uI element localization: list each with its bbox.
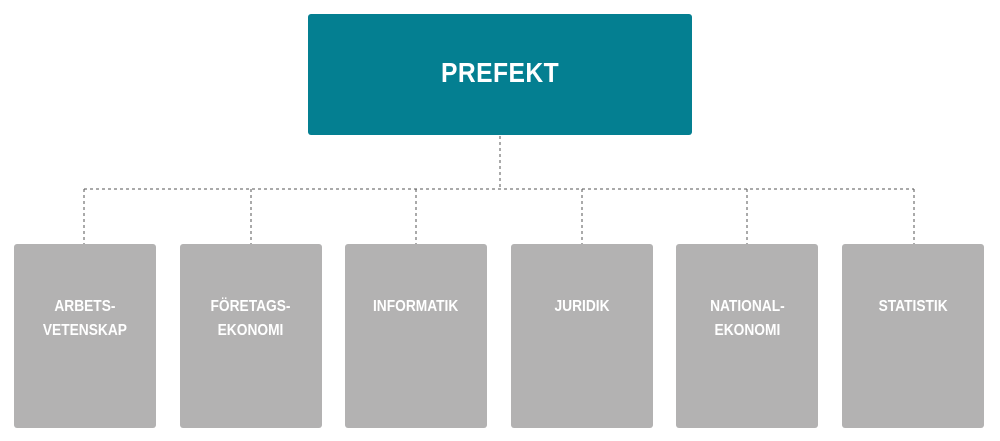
department-node-foretagsekonomi: FÖRETAGS- EKONOMI: [180, 244, 322, 428]
department-node-juridik: JURIDIK: [511, 244, 653, 428]
department-node-statistik: STATISTIK: [842, 244, 984, 428]
department-node-informatik: INFORMATIK: [345, 244, 487, 428]
department-label: NATIONAL- EKONOMI: [709, 298, 785, 339]
department-label: FÖRETAGS- EKONOMI: [210, 298, 292, 339]
department-node-arbetsvetenskap: ARBETS- VETENSKAP: [14, 244, 156, 428]
root-node-label: PREFEKT: [440, 56, 560, 88]
root-node-prefekt: PREFEKT: [308, 14, 692, 135]
department-label: STATISTIK: [878, 298, 948, 315]
department-node-nationalekonomi: NATIONAL- EKONOMI: [676, 244, 818, 428]
department-label: INFORMATIK: [373, 298, 459, 315]
department-label: ARBETS- VETENSKAP: [42, 298, 128, 339]
department-label: JURIDIK: [554, 298, 610, 315]
